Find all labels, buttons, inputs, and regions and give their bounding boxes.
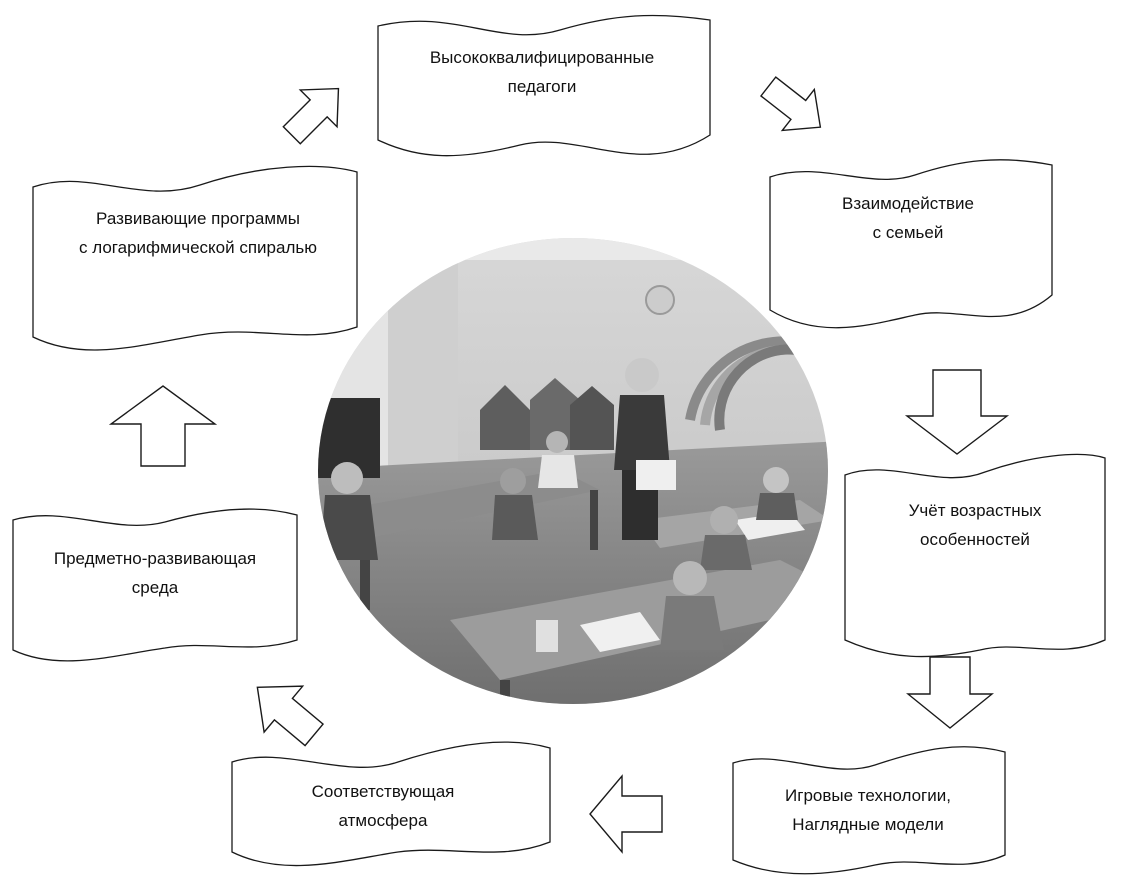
- node-game-shape: [732, 746, 1006, 875]
- node-environment-shape: [12, 508, 298, 662]
- node-family-label: Взаимодействие с семьей: [842, 189, 974, 247]
- node-environment-label: Предметно-развивающая среда: [54, 544, 256, 602]
- node-family-shape: [769, 159, 1053, 329]
- arrow-environment-to-programs-icon: [108, 385, 218, 467]
- node-atmosphere-shape: [231, 741, 551, 867]
- node-age-line-2: особенностей: [920, 530, 1030, 549]
- node-game-label: Игровые технологии, Наглядные модели: [785, 781, 951, 839]
- arrow-game-to-atmosphere-icon: [589, 774, 663, 854]
- arrow-family-to-age-icon: [904, 369, 1010, 455]
- node-teachers-label: Высококвалифицированные педагоги: [430, 43, 654, 101]
- node-environment-line-2: среда: [131, 578, 179, 597]
- node-game-line-1: Игровые технологии,: [785, 786, 951, 805]
- node-atmosphere-line-1: Соответствующая: [311, 782, 455, 801]
- node-environment-line-1: Предметно-развивающая: [53, 549, 257, 568]
- node-age-shape: [844, 453, 1106, 658]
- node-family-line-1: Взаимодействие: [842, 194, 974, 213]
- node-programs-label: Развивающие программы с логарифмической …: [79, 204, 317, 262]
- node-teachers-shape: [377, 14, 711, 157]
- node-atmosphere-label: Соответствующая атмосфера: [312, 777, 455, 835]
- node-age-label: Учёт возрастных особенностей: [909, 496, 1042, 554]
- arrow-teachers-to-family-icon: [759, 76, 822, 132]
- node-programs-line-2: с логарифмической спиралью: [79, 238, 317, 257]
- node-teachers-line-1: Высококвалифицированные: [429, 48, 655, 67]
- arrow-atmosphere-to-environment-icon: [256, 685, 325, 747]
- node-age-line-1: Учёт возрастных: [908, 501, 1042, 520]
- node-family-line-2: с семьей: [872, 223, 944, 242]
- node-game-line-2: Наглядные модели: [792, 815, 944, 834]
- node-programs-shape: [32, 165, 358, 351]
- arrow-age-to-game-icon: [906, 656, 994, 729]
- node-teachers-line-2: педагоги: [507, 77, 577, 96]
- node-atmosphere-line-2: атмосфера: [338, 811, 428, 830]
- node-programs-line-1: Развивающие программы: [96, 209, 300, 228]
- arrow-programs-to-teachers-icon: [282, 87, 340, 145]
